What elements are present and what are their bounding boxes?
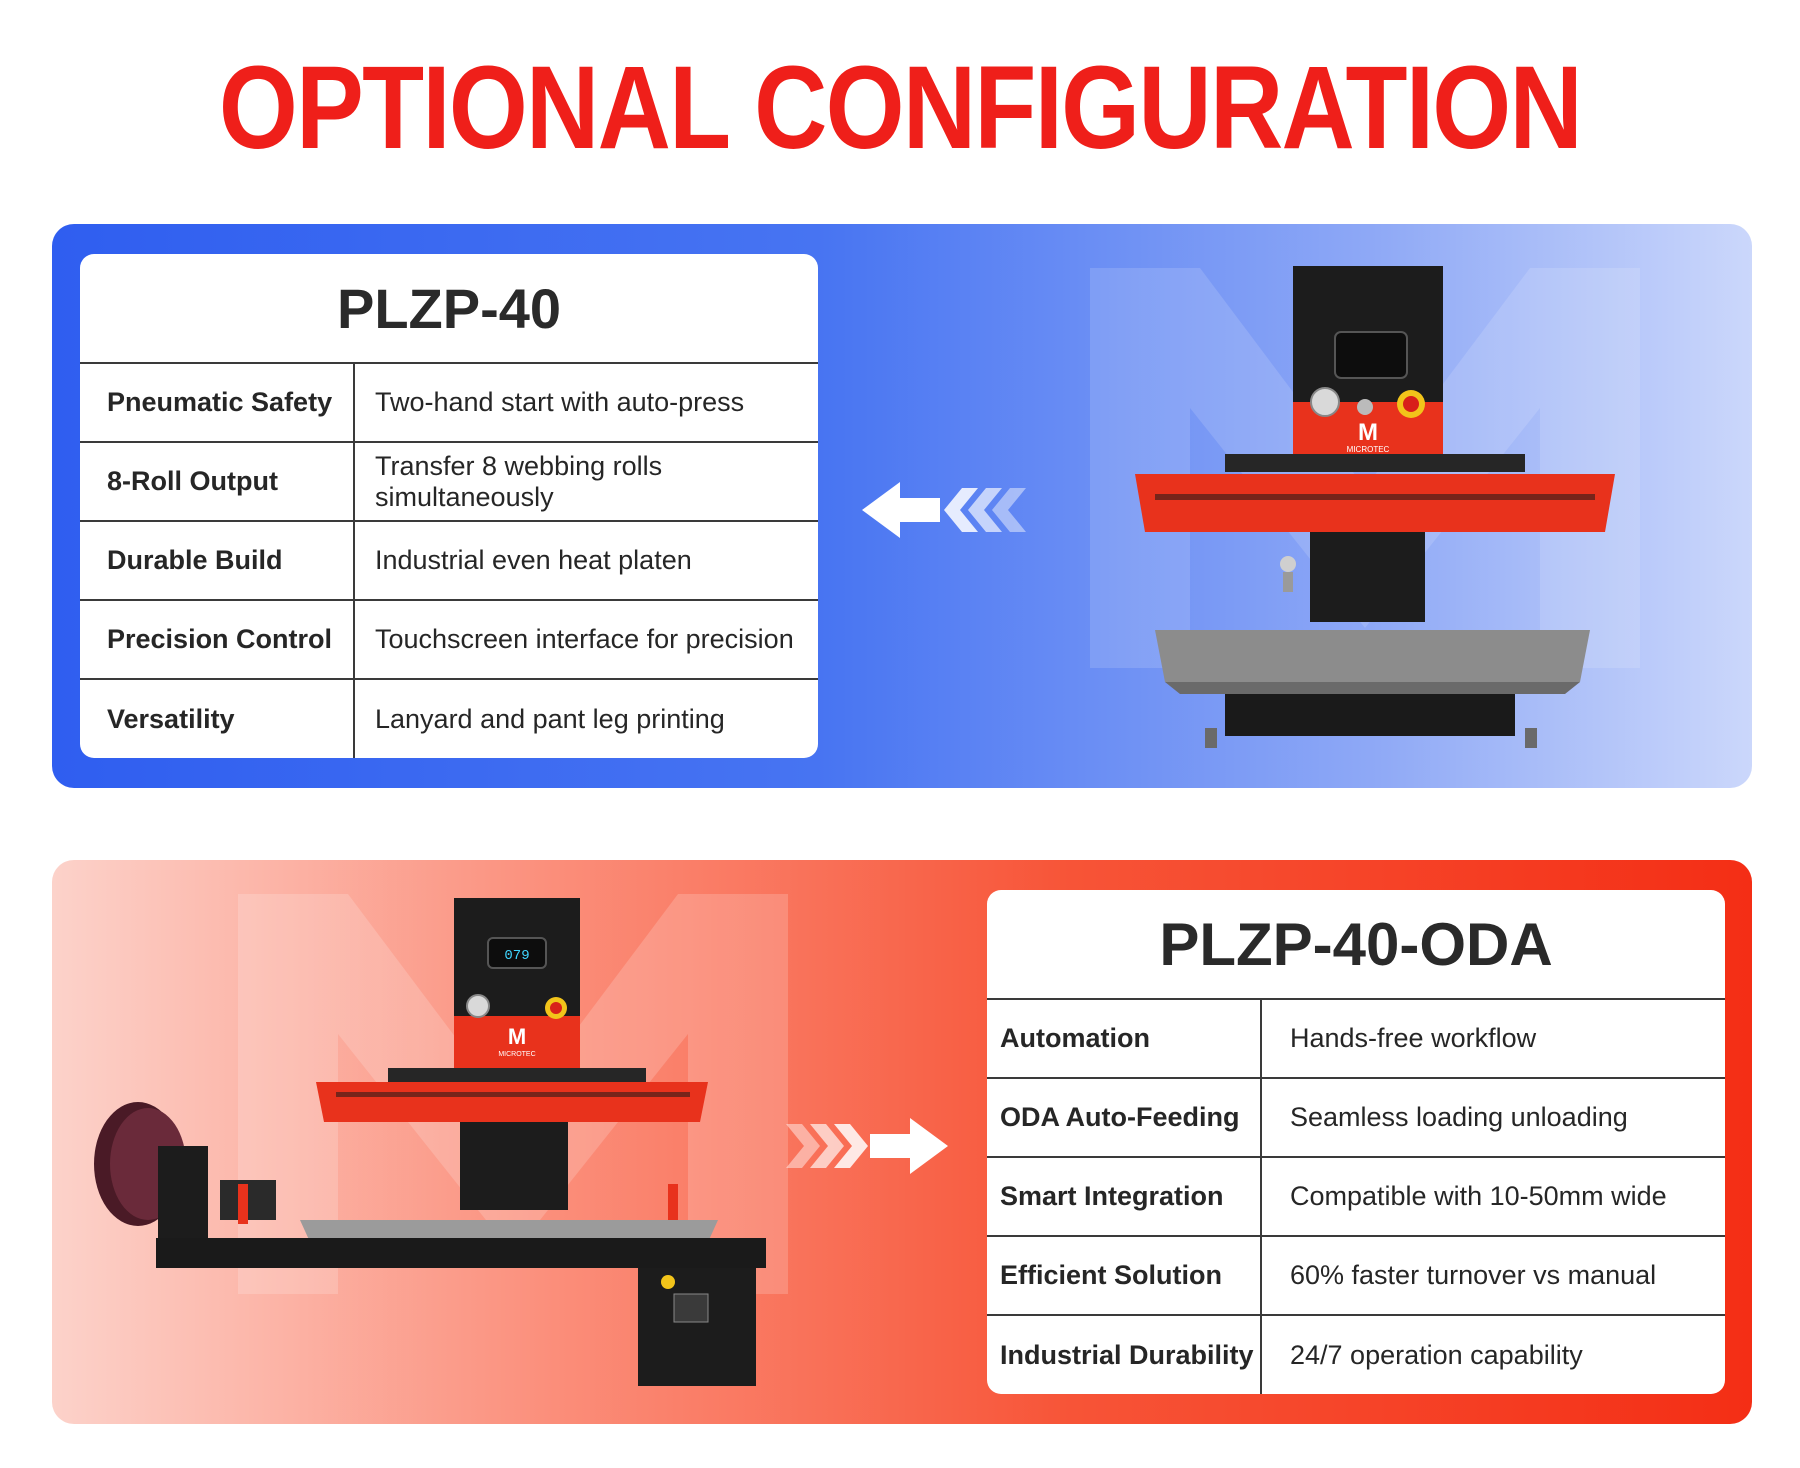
m-watermark-icon <box>238 894 788 1294</box>
machine-brand-text: MICROTEC <box>498 1051 535 1058</box>
spec-row: Smart Integration Compatible with 10-50m… <box>987 1158 1725 1237</box>
spec-row: Pneumatic Safety Two-hand start with aut… <box>80 364 818 443</box>
spec-row: Precision Control Touchscreen interface … <box>80 601 818 680</box>
spec-card-plzp-40-oda: PLZP-40-ODA Automation Hands-free workfl… <box>987 890 1725 1394</box>
spec-label: 8-Roll Output <box>80 443 355 520</box>
model-title: PLZP-40 <box>80 254 818 364</box>
spec-row: Automation Hands-free workflow <box>987 1000 1725 1079</box>
model-title: PLZP-40-ODA <box>987 890 1725 1000</box>
spec-value: Touchscreen interface for precision <box>375 624 794 654</box>
spec-value: Seamless loading unloading <box>1290 1102 1628 1132</box>
spec-value: Industrial even heat platen <box>375 545 692 575</box>
spec-card-plzp-40: PLZP-40 Pneumatic Safety Two-hand start … <box>80 254 818 758</box>
page-headline: OPTIONAL CONFIGURATION <box>218 42 1583 174</box>
auto-feed-heat-press-machine-image: 079 M MICROTEC <box>94 898 766 1386</box>
spec-label: Smart Integration <box>987 1158 1262 1235</box>
spec-label: Automation <box>987 1000 1262 1077</box>
spec-row: Versatility Lanyard and pant leg printin… <box>80 680 818 758</box>
m-watermark-icon <box>1090 268 1640 668</box>
spec-row: ODA Auto-Feeding Seamless loading unload… <box>987 1079 1725 1158</box>
machine-brand-text: MICROTEC <box>1347 445 1390 454</box>
spec-label: Versatility <box>80 680 355 758</box>
spec-label: Industrial Durability <box>987 1316 1262 1394</box>
spec-label: Efficient Solution <box>987 1237 1262 1314</box>
spec-value: Transfer 8 webbing rolls simultaneously <box>375 450 663 512</box>
spec-row: Industrial Durability 24/7 operation cap… <box>987 1316 1725 1394</box>
spec-label: ODA Auto-Feeding <box>987 1079 1262 1156</box>
spec-label: Precision Control <box>80 601 355 678</box>
spec-value: Compatible with 10-50mm wide <box>1290 1181 1667 1211</box>
spec-value: Hands-free workflow <box>1290 1023 1537 1053</box>
display-readout: 079 <box>504 948 529 964</box>
arrow-right-icon <box>786 1118 948 1174</box>
spec-row: Efficient Solution 60% faster turnover v… <box>987 1237 1725 1316</box>
spec-label: Durable Build <box>80 522 355 599</box>
spec-value: Two-hand start with auto-press <box>375 387 745 417</box>
spec-row: 8-Roll Output Transfer 8 webbing rolls s… <box>80 443 818 522</box>
spec-value: 24/7 operation capability <box>1290 1340 1583 1370</box>
heat-press-machine-image: M MICROTEC <box>1135 266 1615 748</box>
arrow-left-icon <box>862 482 1026 538</box>
spec-label: Pneumatic Safety <box>80 364 355 441</box>
microtec-m-logo: M <box>1358 419 1378 446</box>
spec-value: 60% faster turnover vs manual <box>1290 1260 1657 1290</box>
spec-row: Durable Build Industrial even heat plate… <box>80 522 818 601</box>
spec-value: Lanyard and pant leg printing <box>375 704 725 734</box>
microtec-m-logo: M <box>508 1024 526 1049</box>
